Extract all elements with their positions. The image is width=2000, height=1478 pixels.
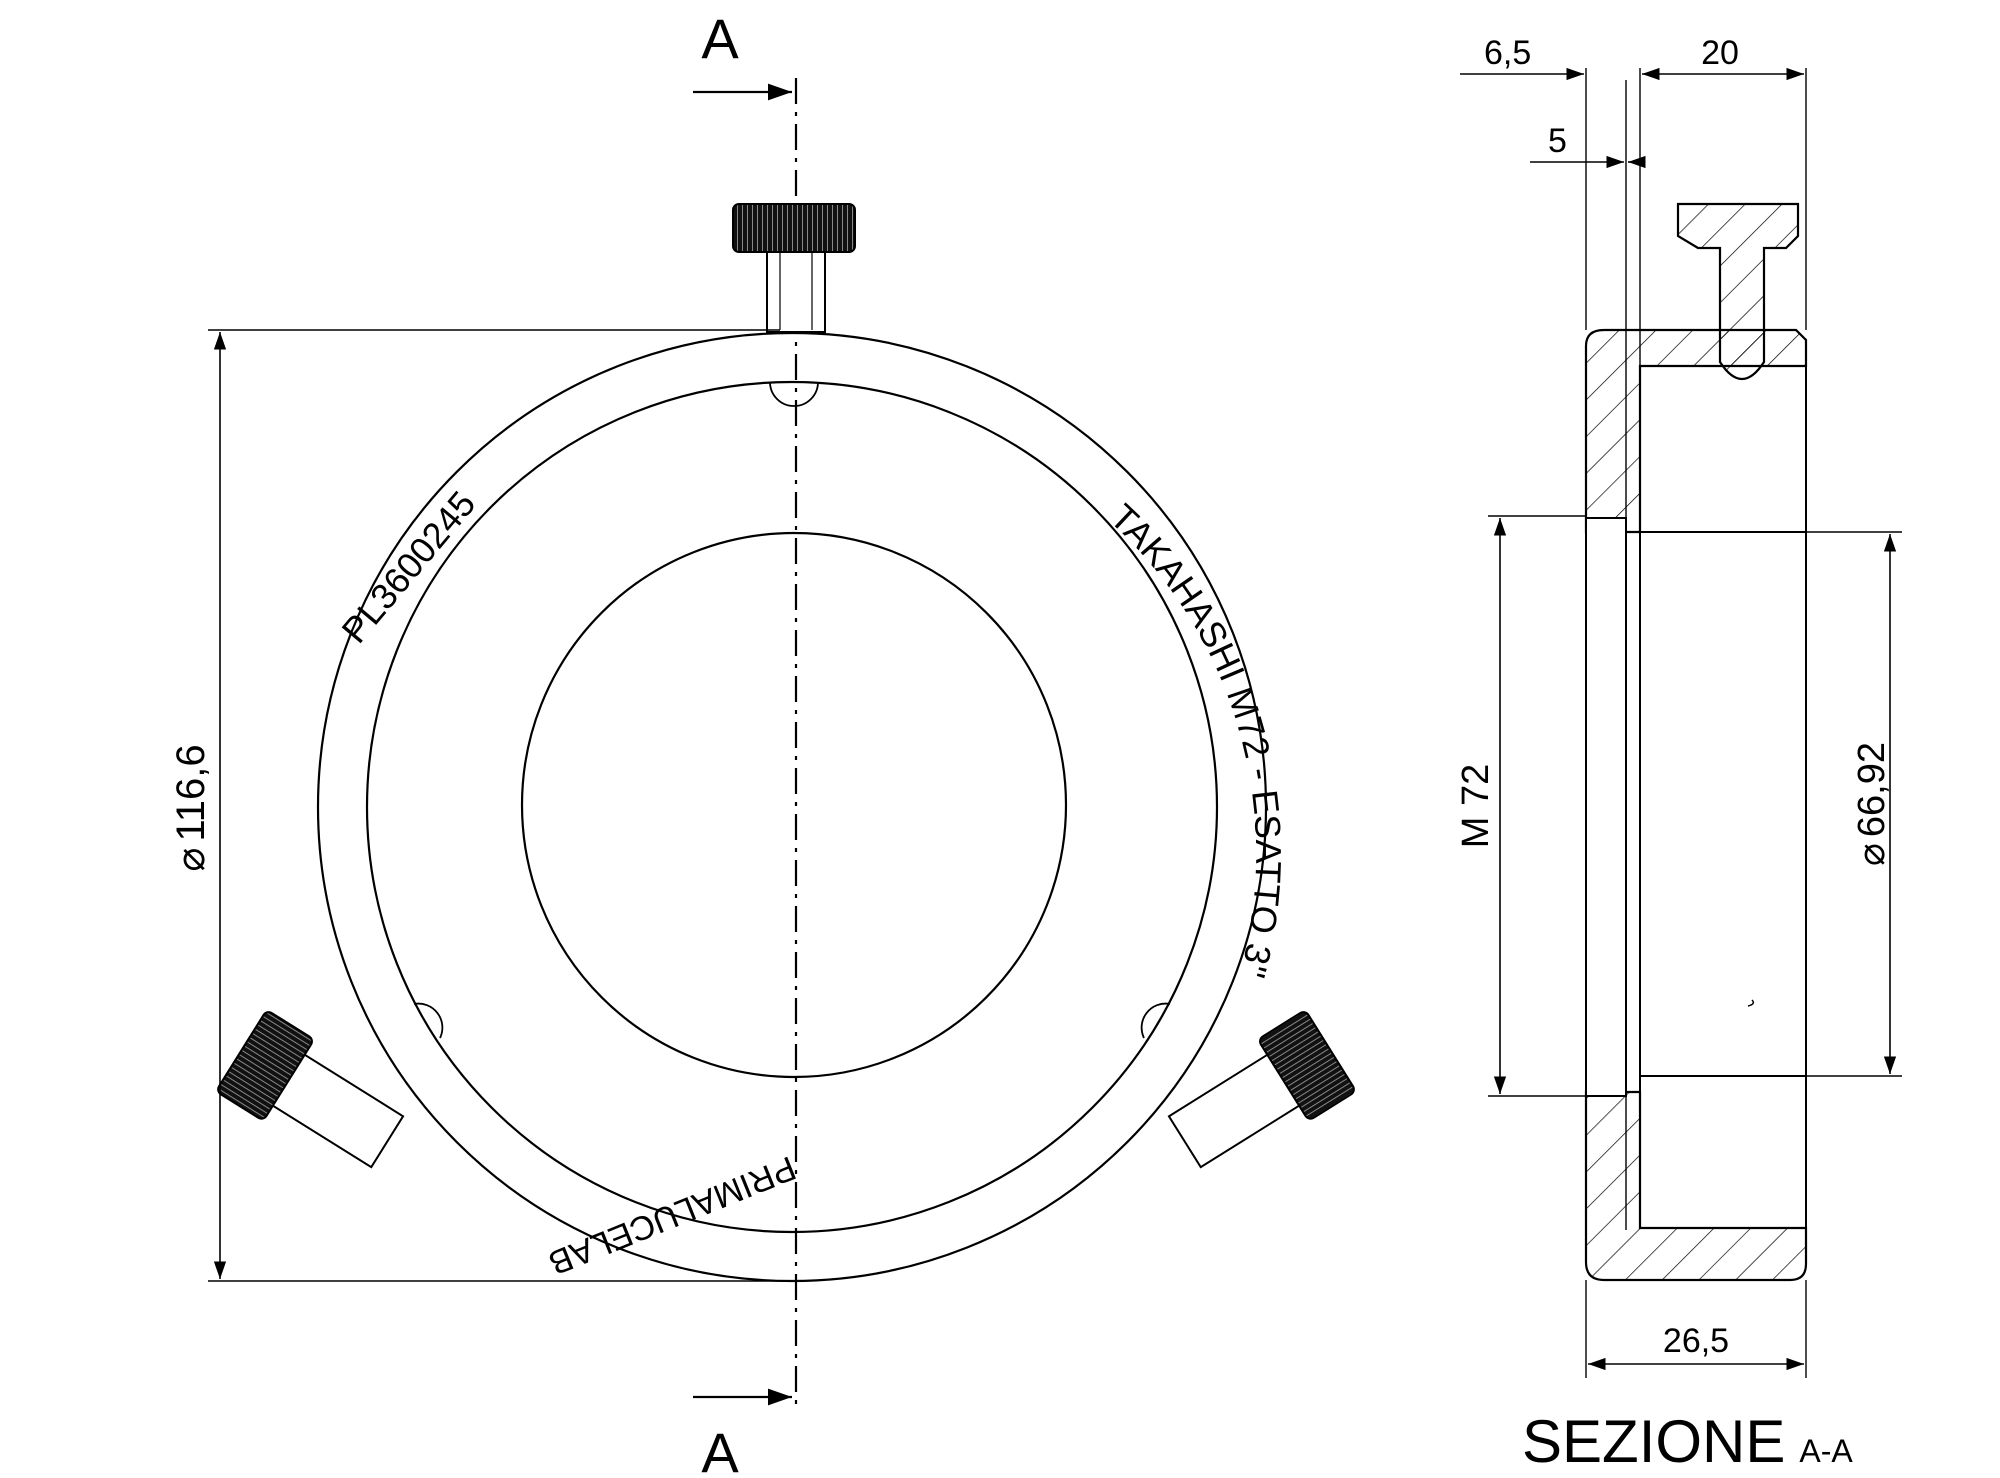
left-screw xyxy=(217,1011,405,1169)
dim-5-label: 5 xyxy=(1548,122,1567,160)
notch-top xyxy=(769,381,819,407)
section-label-bottom: A xyxy=(701,1421,739,1478)
length-label: 26,5 xyxy=(1663,1322,1729,1360)
top-knurled-knob xyxy=(732,203,856,253)
outer-ring xyxy=(316,331,1268,1283)
right-screw xyxy=(1167,1011,1355,1169)
section-label-top: A xyxy=(701,7,739,70)
bore-circle xyxy=(520,531,1068,1079)
top-screw-shaft xyxy=(766,251,826,333)
inner-ring xyxy=(365,380,1219,1234)
inner-diameter-label: ⌀66,92 xyxy=(1851,742,1893,866)
notch-right xyxy=(1140,1002,1171,1039)
engraving-model: TAKAHASHI M72 - ESATTO 3" xyxy=(1103,496,1290,982)
thread-face xyxy=(1585,517,1627,1097)
dim-20-label: 20 xyxy=(1701,34,1739,72)
section-screw xyxy=(1676,202,1800,380)
thread-label: M 72 xyxy=(1455,764,1497,848)
notch-left xyxy=(413,1002,444,1039)
engraving-brand: PRIMALUCELAB xyxy=(543,1148,801,1282)
section-body-bottom xyxy=(1584,1090,1808,1282)
section-body xyxy=(1584,328,1808,534)
front-view: A A TAKAHASHI M72 - ESATT xyxy=(169,7,1355,1478)
outer-diameter-label: ⌀116,6 xyxy=(169,744,213,871)
dim-6-5-label: 6,5 xyxy=(1484,34,1531,72)
